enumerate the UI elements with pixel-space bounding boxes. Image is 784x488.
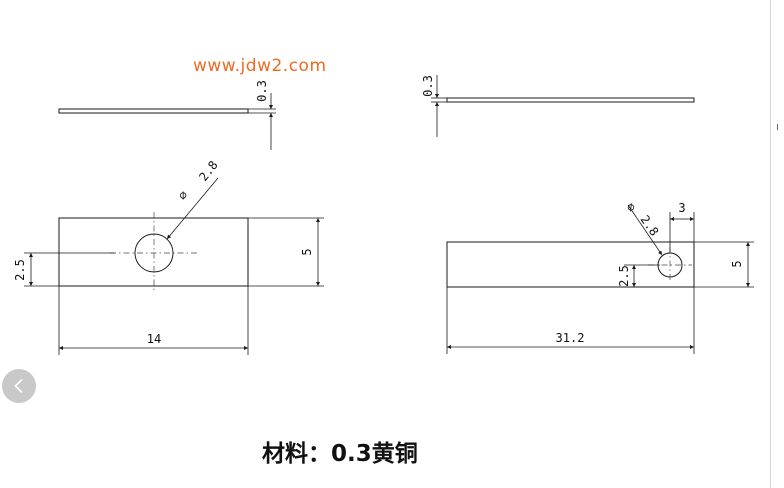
- back-button[interactable]: [2, 369, 36, 403]
- chevron-left-icon: [14, 379, 23, 393]
- right-plate: [446, 241, 695, 288]
- viewer-edge-mark: [777, 124, 782, 130]
- right-diameter-symbol: ⌀: [624, 200, 639, 215]
- dim-right-hole-offset: 2.5: [617, 265, 631, 287]
- dim-left-length: 14: [147, 332, 161, 346]
- dim-right-length: 31.2: [556, 331, 585, 345]
- left-plate-edge: [58, 108, 249, 114]
- viewer-edge-line: [770, 0, 771, 488]
- dim-right-thickness: 0.3: [421, 75, 435, 97]
- dim-right-hole-diameter: 2.8: [638, 213, 662, 239]
- dim-left-hole-offset: 2.5: [13, 259, 27, 281]
- right-plate-edge: [446, 97, 695, 103]
- left-front-view: ⌀ 2.8 2.5 5 14: [13, 158, 324, 355]
- dim-left-height: 5: [300, 248, 314, 255]
- right-side-view: 0.3: [421, 75, 695, 137]
- dim-right-height: 5: [730, 260, 744, 267]
- right-front-view: ⌀ 2.8 3 2.5 5 31.2: [446, 200, 754, 354]
- left-side-view: 0.3: [58, 80, 276, 150]
- material-caption: 材料：0.3黄铜: [262, 441, 418, 467]
- dim-left-thickness: 0.3: [255, 80, 269, 102]
- dim-left-hole-diameter: 2.8: [196, 158, 220, 184]
- left-plate: [58, 217, 249, 287]
- watermark-url: www.jdw2.com: [193, 56, 327, 76]
- left-diameter-symbol: ⌀: [176, 188, 191, 203]
- dim-right-hole-edge: 3: [678, 201, 685, 215]
